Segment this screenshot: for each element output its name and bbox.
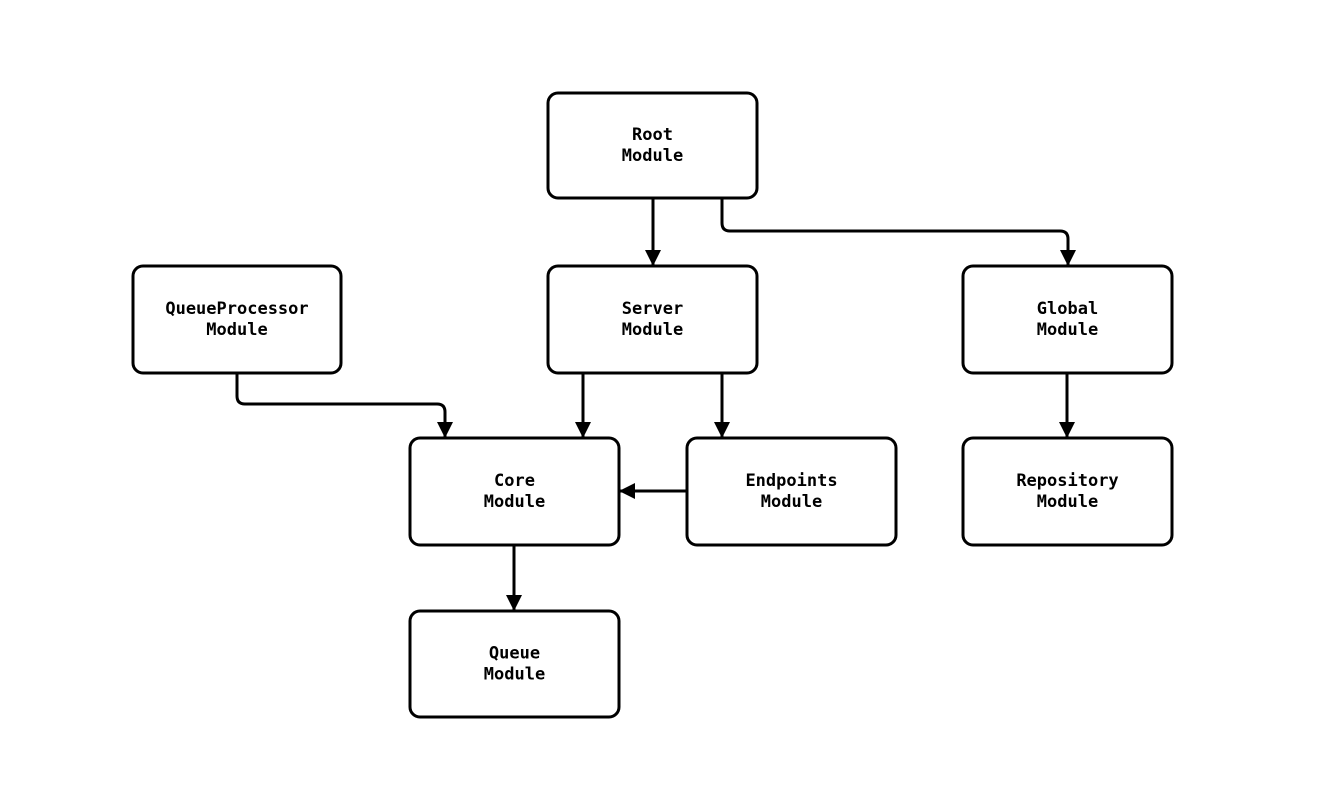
node-box bbox=[961, 436, 1174, 547]
edge-root-to-global bbox=[720, 198, 1076, 266]
edge-queueprocessor-to-core bbox=[235, 373, 453, 438]
node-box bbox=[408, 436, 621, 547]
node-box bbox=[546, 91, 759, 200]
node-box bbox=[685, 436, 898, 547]
edges-layer bbox=[235, 198, 1076, 611]
node-box bbox=[408, 609, 621, 719]
node-box bbox=[961, 264, 1174, 375]
node-box bbox=[131, 264, 343, 375]
node-box bbox=[546, 264, 759, 375]
